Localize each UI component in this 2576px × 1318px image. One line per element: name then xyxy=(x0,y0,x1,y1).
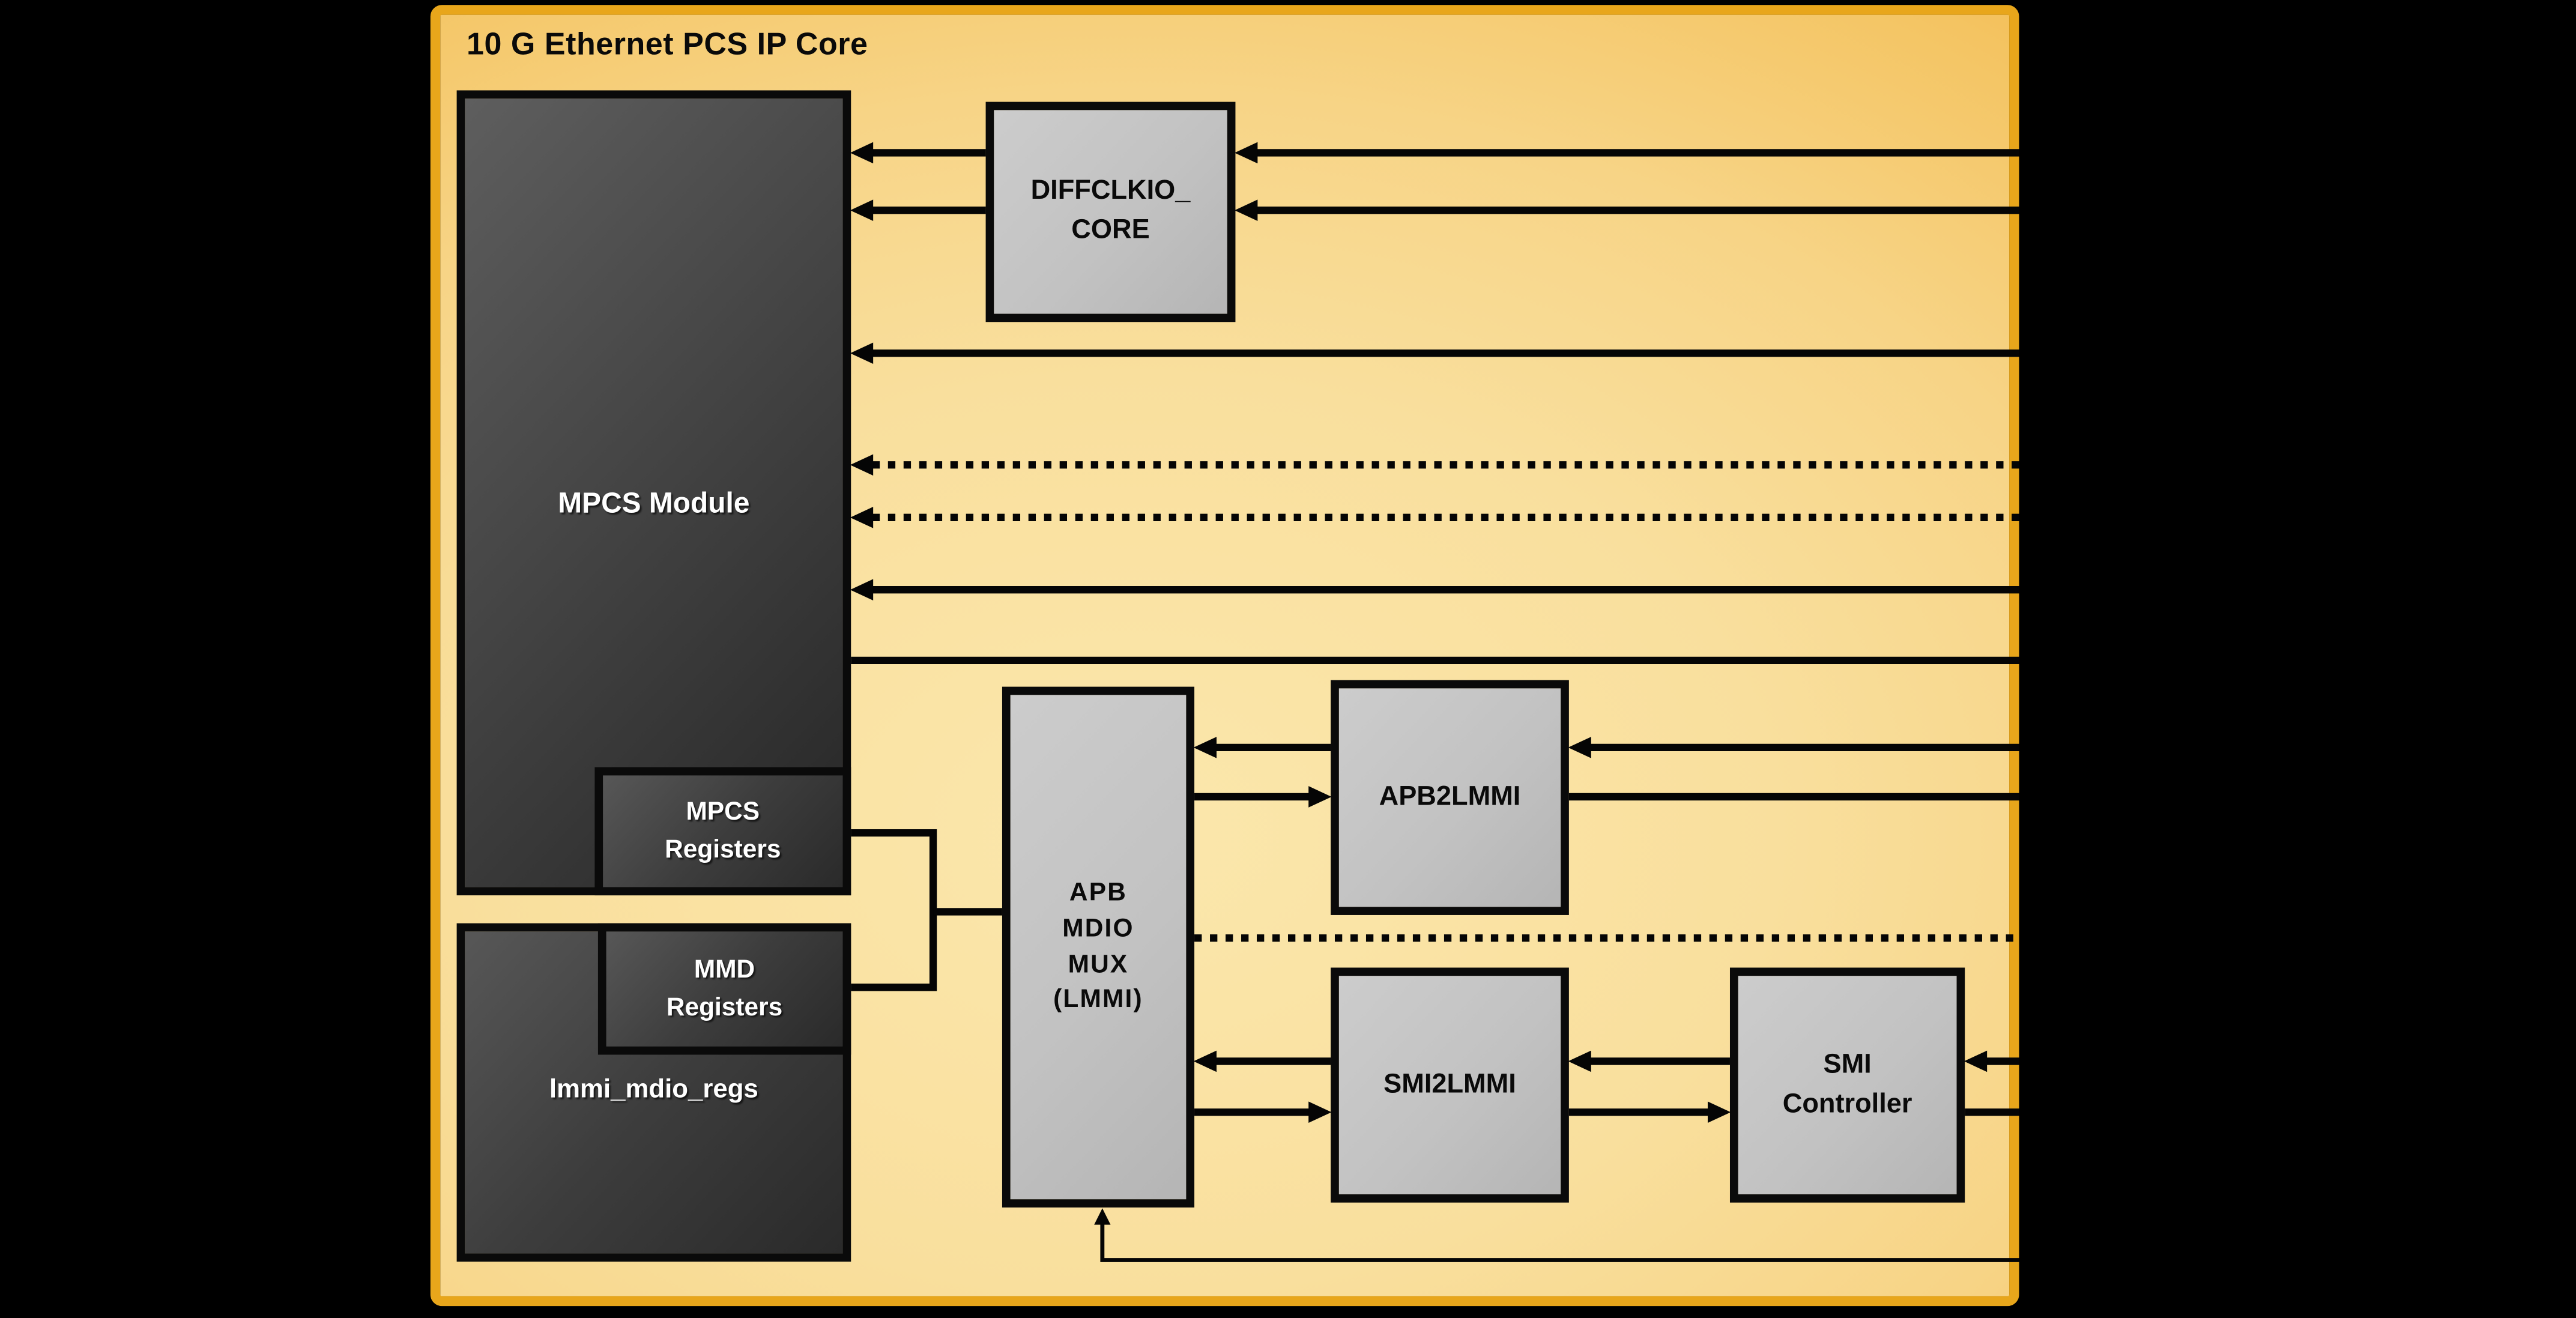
smi-controller-block: SMI Controller xyxy=(1729,967,1965,1203)
lmmi-mdio-regs-label: lmmi_mdio_regs xyxy=(549,1076,758,1104)
mpcs-registers-block: MPCS Registers xyxy=(594,767,851,896)
mmd-registers-block: MMD Registers xyxy=(597,923,851,1055)
mmd-registers-label-line1: MMD xyxy=(694,955,755,984)
diagram-title: 10 G Ethernet PCS IP Core xyxy=(467,28,868,62)
apb-mdio-mux-label-line4: (LMMI) xyxy=(1053,986,1143,1014)
smi-controller-label-line2: Controller xyxy=(1782,1088,1912,1118)
apb2lmmi-block: APB2LMMI xyxy=(1331,680,1569,915)
diffclkio-core-block: DIFFCLKIO_ CORE xyxy=(985,101,1236,322)
diffclkio-label-line2: CORE xyxy=(1071,215,1150,245)
diffclkio-label-line1: DIFFCLKIO_ xyxy=(1030,175,1191,206)
mpcs-registers-label-line1: MPCS xyxy=(686,797,760,826)
smi-controller-label-line1: SMI xyxy=(1823,1049,1872,1079)
smi2lmmi-label: SMI2LMMI xyxy=(1383,1069,1516,1099)
smi2lmmi-block: SMI2LMMI xyxy=(1331,967,1569,1203)
apb-mdio-mux-label-line2: MDIO xyxy=(1062,914,1134,943)
apb-mdio-mux-label-line1: APB xyxy=(1069,879,1128,907)
apb2lmmi-label: APB2LMMI xyxy=(1379,782,1521,812)
mpcs-module-block: MPCS Module xyxy=(456,90,851,896)
mmd-registers-label-line2: Registers xyxy=(666,994,783,1022)
apb-mdio-mux-block: APB MDIO MUX (LMMI) xyxy=(1002,686,1195,1208)
apb-mdio-mux-label-line3: MUX xyxy=(1068,950,1129,979)
mpcs-registers-label-line2: Registers xyxy=(665,836,781,865)
mpcs-module-label: MPCS Module xyxy=(558,486,750,519)
